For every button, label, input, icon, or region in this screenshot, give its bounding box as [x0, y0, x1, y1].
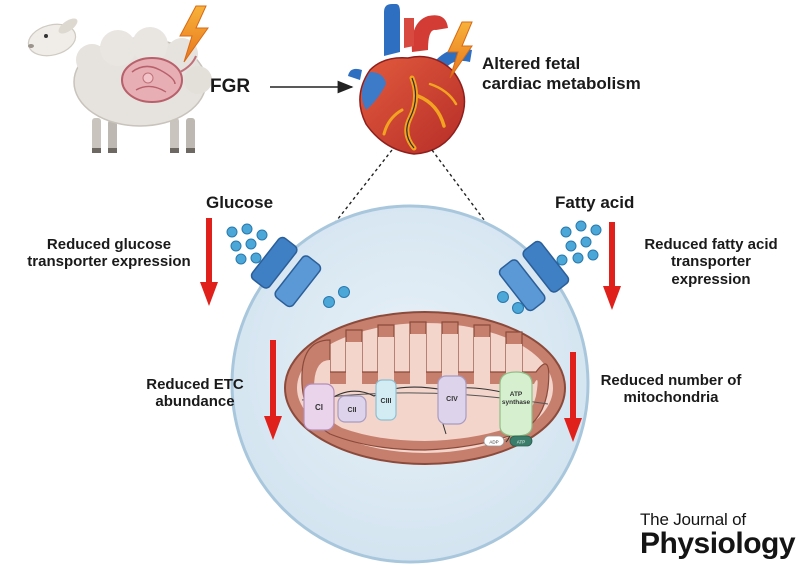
electron-transport-line [325, 386, 511, 403]
glucose-decrease-arrow [200, 218, 218, 306]
atp-pill: ATP [509, 435, 533, 447]
sheep-icon [27, 18, 212, 153]
complex-iv [437, 375, 467, 425]
fatty-acid-decrease-arrow [603, 222, 621, 310]
fatty-acid-molecules [556, 220, 602, 266]
glucose-transporter [250, 236, 322, 308]
adp-pill: ADP [483, 435, 505, 447]
glucose-molecules [226, 223, 268, 265]
journal-logo: The Journal of Physiology [640, 510, 796, 561]
atp-synthase [499, 371, 533, 437]
heart-icon [348, 4, 472, 155]
adp-label: ADP [489, 440, 498, 445]
journal-title-line1: The Journal of [640, 510, 746, 529]
complex-iii [375, 379, 397, 421]
complex-i-label: CI [315, 403, 323, 412]
fatty-acid-label: Fatty acid [555, 193, 635, 212]
mitochondria-decrease-arrow [564, 352, 582, 442]
glucose-inside [323, 286, 350, 308]
fatty-acid-inside [497, 291, 524, 314]
complex-ii [337, 395, 367, 423]
lightning-icon [179, 5, 209, 63]
complex-i [303, 383, 335, 431]
complex-iv-label: CIV [446, 396, 458, 403]
glucose-label: Glucose [206, 193, 274, 212]
etc-decrease-arrow [264, 340, 282, 440]
fgr-label: FGR [210, 76, 251, 97]
complex-ii-label: CII [348, 407, 357, 414]
complex-iii-label: CIII [381, 398, 392, 405]
journal-title-line2: Physiology [640, 527, 796, 560]
atp-label: ATP [517, 440, 525, 445]
fatty-acid-transporter [498, 240, 570, 312]
lightning-icon [447, 21, 473, 79]
